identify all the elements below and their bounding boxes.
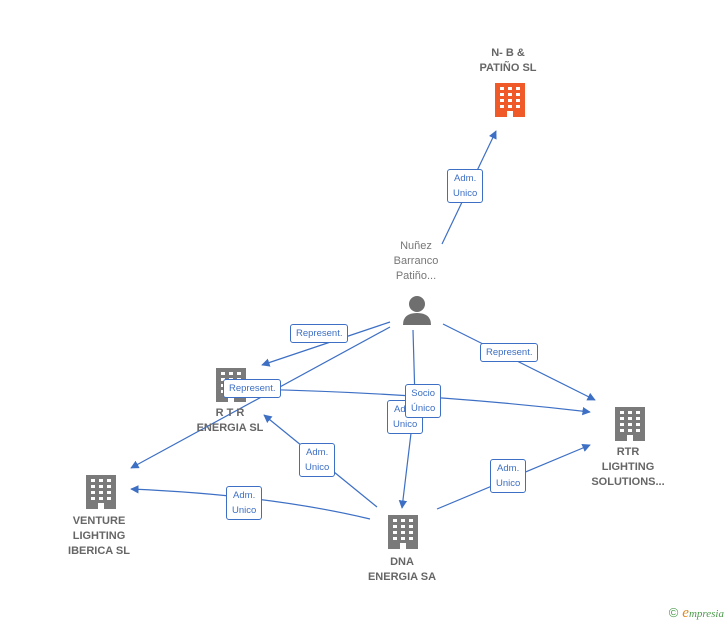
- edge-label-represent[interactable]: Represent.: [480, 343, 539, 362]
- node-label-line: RTR: [616, 446, 640, 458]
- edge-label-adm-unico[interactable]: Adm. Unico: [299, 443, 336, 477]
- edge-label-represent[interactable]: Represent.: [290, 324, 349, 343]
- copyright-icon: ©: [668, 605, 679, 620]
- node-label-line: LIGHTING: [72, 530, 126, 542]
- node-label-line: R T R: [215, 407, 245, 419]
- node-label-line: LIGHTING: [601, 461, 655, 473]
- node-label-line: IBERICA SL: [68, 545, 130, 557]
- node-label-line: Barranco: [393, 255, 439, 267]
- edge-label-line: Adm.: [497, 463, 520, 474]
- node-label-venture[interactable]: VENTURE LIGHTING IBERICA SL: [39, 514, 159, 559]
- node-label-line: Nuñez: [400, 240, 432, 252]
- edge-label-line: Represent.: [229, 383, 276, 394]
- edge-label-socio-unico[interactable]: Socio Único: [405, 384, 442, 418]
- node-label-line: ENERGIA SL: [196, 422, 264, 434]
- edge-label-line: Represent.: [486, 347, 533, 358]
- edge-label-line: Unico: [393, 419, 418, 430]
- building-icon[interactable]: [86, 475, 116, 509]
- person-icon[interactable]: [403, 296, 431, 325]
- node-label-line: VENTURE: [72, 515, 126, 527]
- brand-logo-text: mpresia: [688, 608, 724, 620]
- brand-logo-initial: e: [682, 605, 689, 621]
- edge-line-person-rtr-energia: [261, 321, 391, 367]
- node-label-line: SOLUTIONS...: [591, 476, 665, 488]
- node-label-rtr-energia[interactable]: R T R ENERGIA SL: [170, 406, 290, 436]
- node-label-line: N- B &: [491, 47, 525, 59]
- edge-line-person-rtr-lighting: [442, 323, 596, 401]
- edge-label-adm-unico[interactable]: Adm. Unico: [490, 459, 527, 493]
- building-icon[interactable]: [495, 83, 525, 117]
- edge-label-line: Adm.: [454, 173, 477, 184]
- node-label-line: DNA: [390, 556, 414, 568]
- brand-footer: ©empresia: [669, 605, 724, 622]
- edge-label-represent[interactable]: Represent.: [223, 379, 282, 398]
- edge-label-line: Represent.: [296, 328, 343, 339]
- node-label-nbpatino[interactable]: N- B & PATIÑO SL: [448, 46, 568, 76]
- edge-label-line: Adm.: [306, 447, 329, 458]
- edge-label-line: Único: [411, 403, 436, 414]
- edge-label-adm-unico[interactable]: Adm. Unico: [447, 169, 484, 203]
- node-label-line: Patiño...: [395, 270, 437, 282]
- building-icon[interactable]: [388, 515, 418, 549]
- node-label-line: PATIÑO SL: [479, 62, 537, 74]
- edge-label-line: Unico: [305, 462, 330, 473]
- node-label-rtr-lighting[interactable]: RTR LIGHTING SOLUTIONS...: [568, 445, 688, 490]
- edge-label-adm-unico[interactable]: Adm. Unico: [226, 486, 263, 520]
- edge-label-line: Unico: [453, 188, 478, 199]
- edge-label-line: Adm.: [233, 490, 256, 501]
- edge-label-line: Unico: [232, 505, 257, 516]
- edge-label-line: Unico: [496, 478, 521, 489]
- edge-label-line: Socio: [411, 388, 436, 399]
- node-label-line: ENERGIA SA: [367, 571, 437, 583]
- node-label-person[interactable]: Nuñez Barranco Patiño...: [356, 239, 476, 284]
- building-icon[interactable]: [615, 407, 645, 441]
- node-label-dna[interactable]: DNA ENERGIA SA: [342, 555, 462, 585]
